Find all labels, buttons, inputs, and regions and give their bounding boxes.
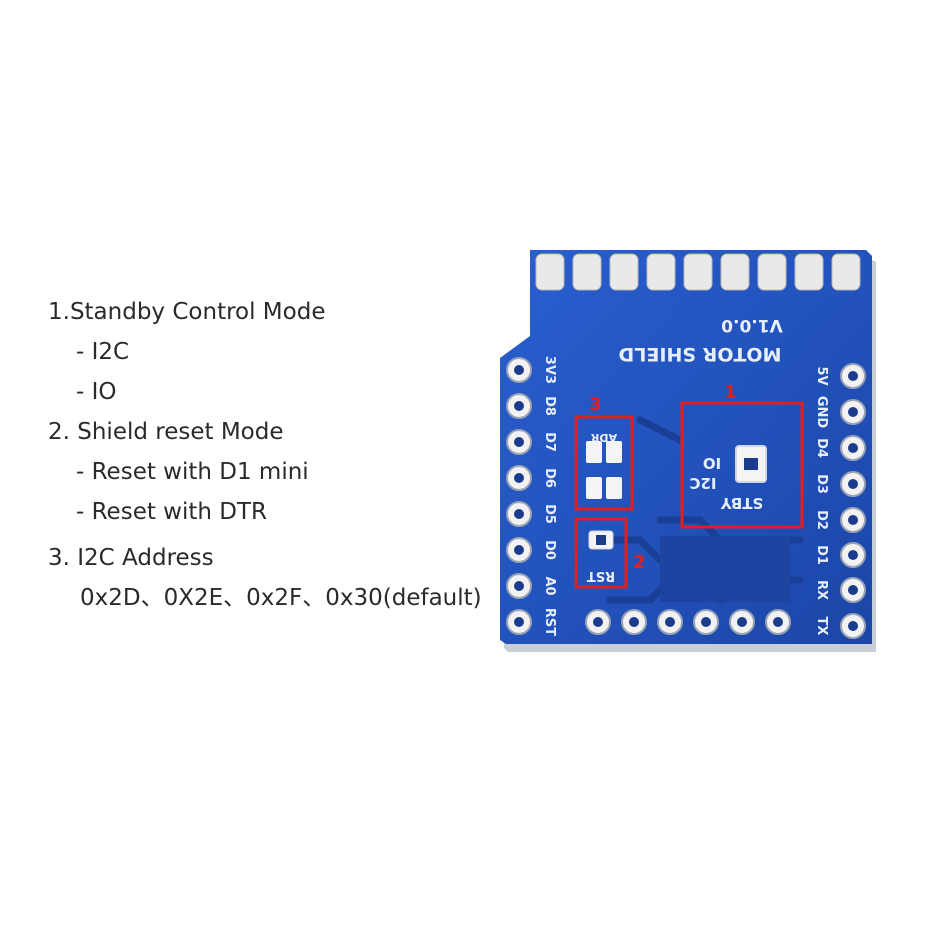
right-header-pads (840, 363, 866, 639)
left-pin-label: D0 (542, 540, 557, 560)
left-pin-label: D6 (542, 468, 557, 488)
right-pin-label: TX (814, 617, 829, 636)
i2c-address-values: 0x2D、0X2E、0x2F、0x30(default) (80, 585, 482, 611)
box-3-address (574, 415, 634, 511)
reset-mode-title: 2. Shield reset Mode (48, 419, 284, 445)
left-pin-label: 3V3 (542, 356, 557, 384)
top-header-pins (535, 253, 861, 291)
box-2-number: 2 (633, 552, 646, 573)
i2c-address-title: 3. I2C Address (48, 545, 214, 571)
adr-silkscreen: ADR (590, 431, 617, 444)
left-pin-label: RST (542, 608, 557, 636)
reset-option-d1mini: - Reset with D1 mini (76, 459, 309, 485)
right-pin-labels: 5V GND D4 D3 D2 D1 RX TX (814, 366, 829, 635)
i2c-silkscreen: I2C (689, 474, 716, 492)
standby-option-io: - IO (76, 379, 117, 405)
io-silkscreen: IO (703, 454, 721, 472)
left-header-pads (506, 357, 532, 635)
box-1-number: 1 (724, 382, 737, 403)
right-pin-label: D2 (814, 510, 829, 530)
right-pin-label: 5V (814, 366, 829, 385)
box-3-number: 3 (589, 394, 602, 415)
standby-mode-title: 1.Standby Control Mode (48, 299, 326, 325)
left-pin-label: A0 (542, 576, 557, 595)
right-pin-label: RX (814, 580, 829, 600)
right-pin-label: D4 (814, 438, 829, 458)
reset-jumper-center (596, 535, 606, 545)
rst-silkscreen: RST (587, 568, 615, 583)
bottom-pads (585, 609, 791, 635)
right-pin-label: GND (814, 396, 829, 429)
left-pin-label: D7 (542, 432, 557, 452)
standby-jumper-center (744, 458, 758, 470)
left-pin-labels: 3V3 D8 D7 D6 D5 D0 A0 RST (542, 356, 557, 636)
stby-silkscreen: STBY (720, 494, 764, 512)
right-pin-label: D3 (814, 474, 829, 494)
board-name-silkscreen: MOTOR SHIELD (619, 343, 782, 365)
board-version-silkscreen: V1.0.0 (721, 315, 783, 335)
left-pin-label: D8 (542, 396, 557, 416)
reset-option-dtr: - Reset with DTR (76, 499, 268, 525)
address-jumper-pads (586, 441, 622, 499)
box-2-reset (574, 517, 628, 589)
pcb-ground-pad (660, 536, 790, 602)
left-pin-label: D5 (542, 504, 557, 524)
right-pin-label: D1 (814, 545, 829, 565)
box-1-standby (680, 401, 804, 529)
standby-option-i2c: - I2C (76, 339, 130, 365)
instruction-notes: 1.Standby Control Mode - I2C - IO 2. Shi… (48, 292, 482, 618)
